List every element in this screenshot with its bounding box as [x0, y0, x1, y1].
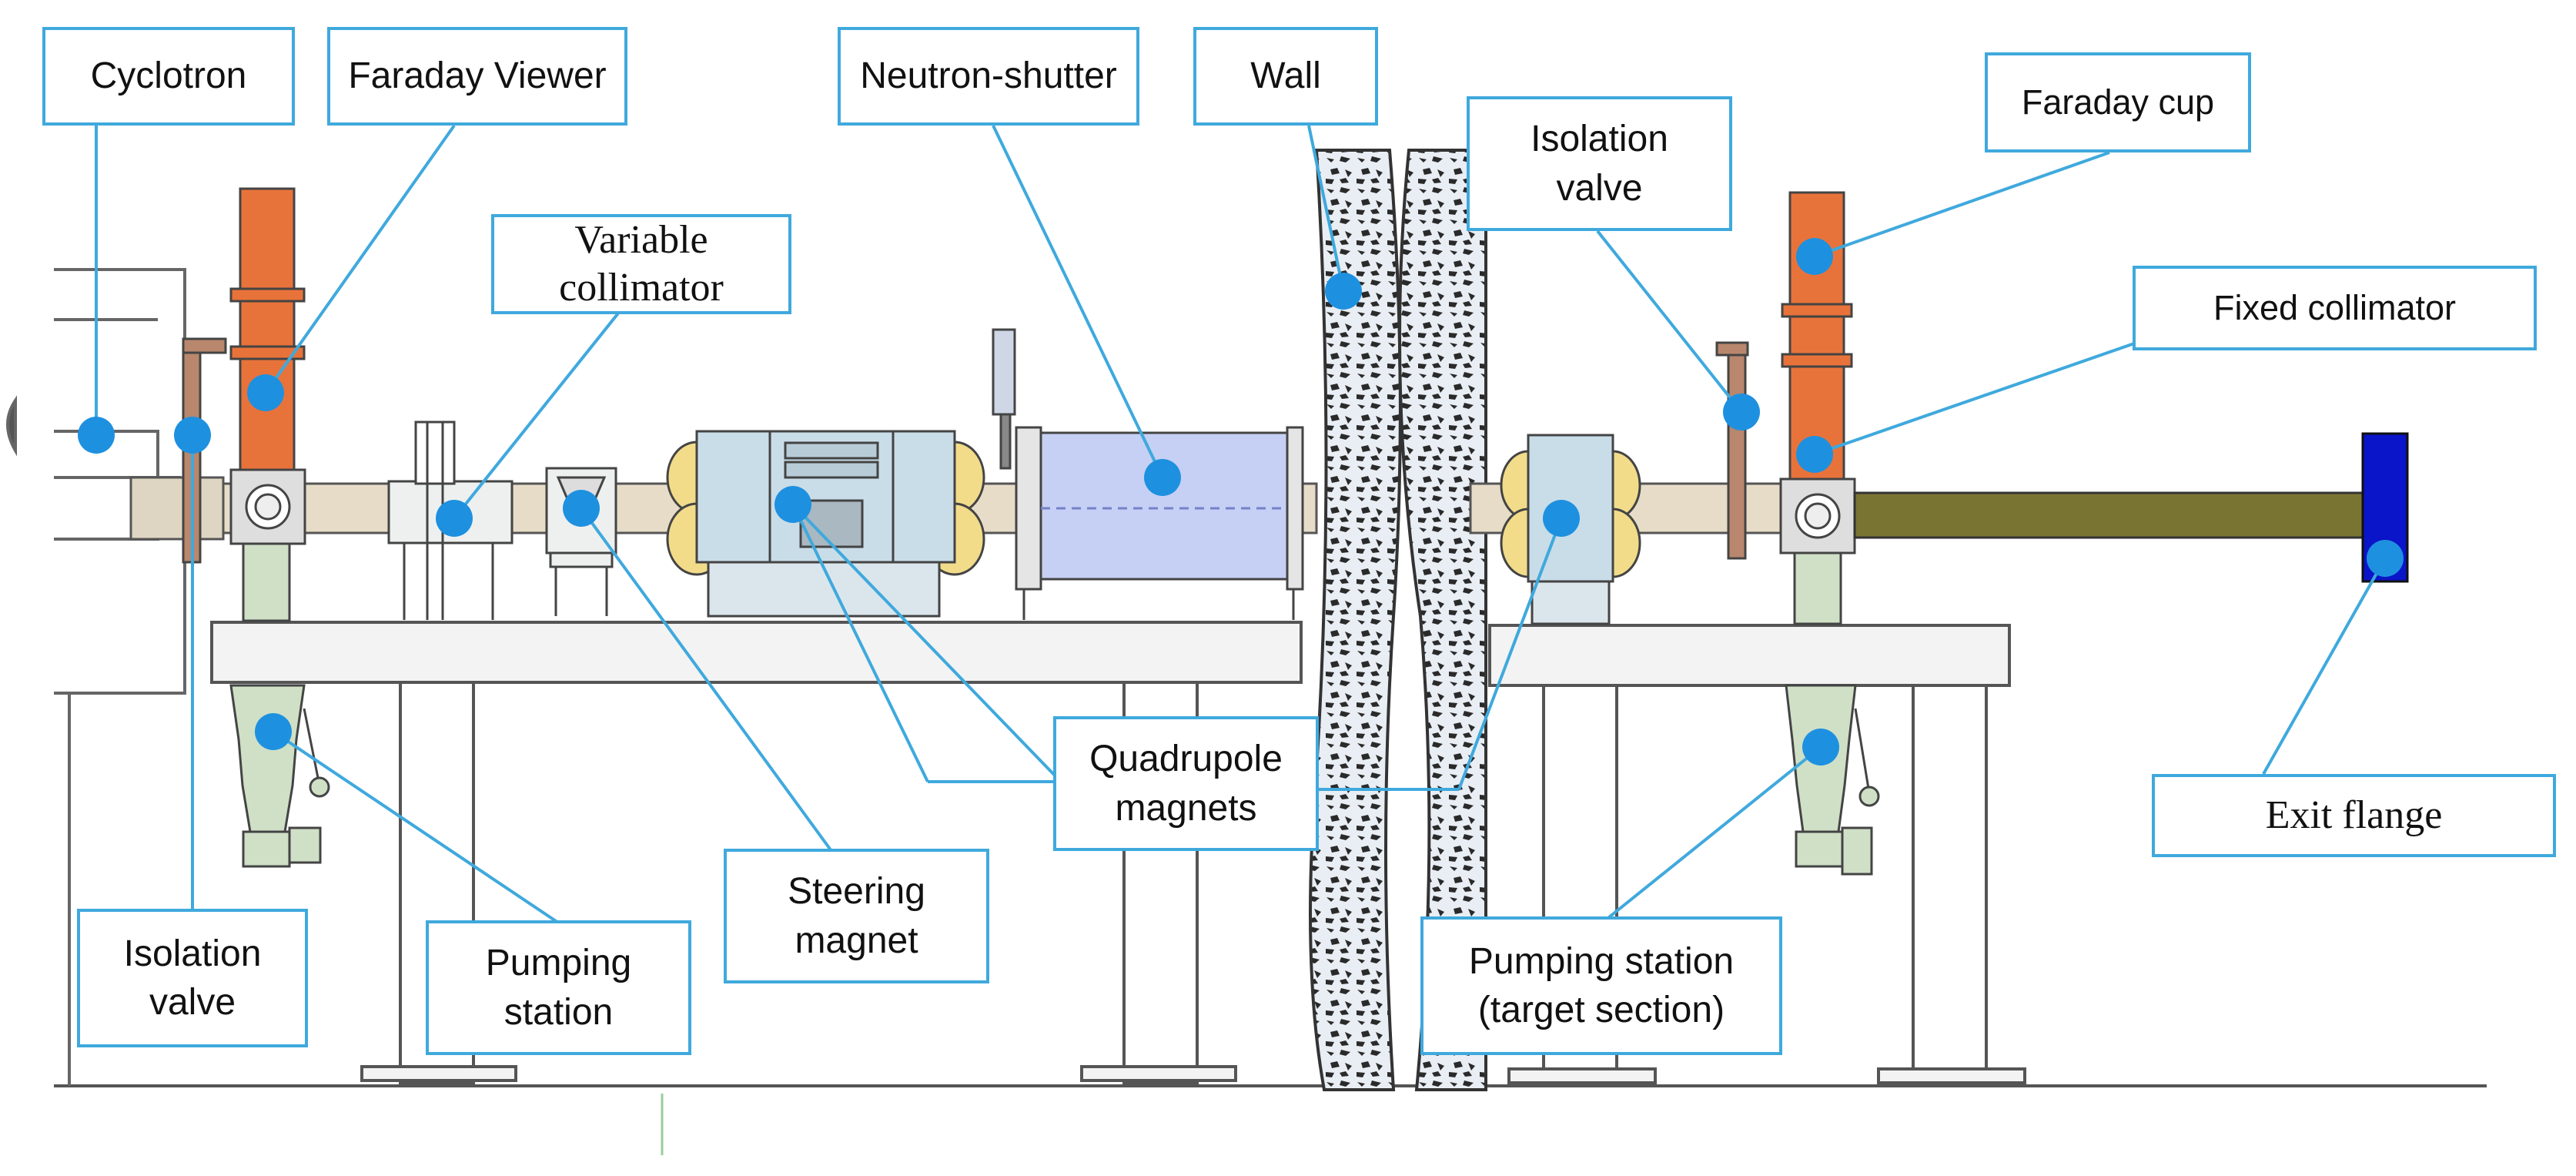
quadrupole-magnet-1: [666, 430, 985, 618]
floor: [54, 1084, 2487, 1155]
label-neutron-shutter: Neutron-shutter: [838, 27, 1139, 126]
label-isolation-valve-cyclotron: Isolation valve: [77, 909, 308, 1047]
label-faraday-cup: Faraday cup: [1985, 52, 2251, 152]
neutron-shutter-assembly: [992, 328, 1304, 620]
pumping-station-assembly: [229, 684, 330, 868]
label-steering-magnet: Steering magnet: [724, 849, 989, 983]
target-beam-tube: [1853, 491, 2364, 539]
label-isolation-valve-target: Isolation valve: [1467, 96, 1732, 231]
label-pumping-station-target: Pumping station (target section): [1420, 916, 1782, 1055]
label-quadrupole-magnets: Quadrupole magnets: [1053, 716, 1319, 851]
label-exit-flange: Exit flange: [2152, 774, 2556, 857]
callout-lines: [95, 124, 2387, 926]
label-faraday-viewer: Faraday Viewer: [327, 27, 627, 126]
label-variable-collimator: Variable collimator: [491, 214, 791, 314]
label-wall: Wall: [1193, 27, 1378, 126]
pumping-station-target-assembly: [1785, 684, 1880, 876]
shielding-wall: [1309, 149, 1487, 1091]
label-cyclotron: Cyclotron: [42, 27, 295, 126]
callout-dots: [78, 238, 2404, 766]
faraday-viewer-assembly: [229, 187, 306, 622]
label-fixed-collimator: Fixed collimator: [2133, 266, 2537, 350]
label-pumping-station: Pumping station: [426, 920, 691, 1055]
